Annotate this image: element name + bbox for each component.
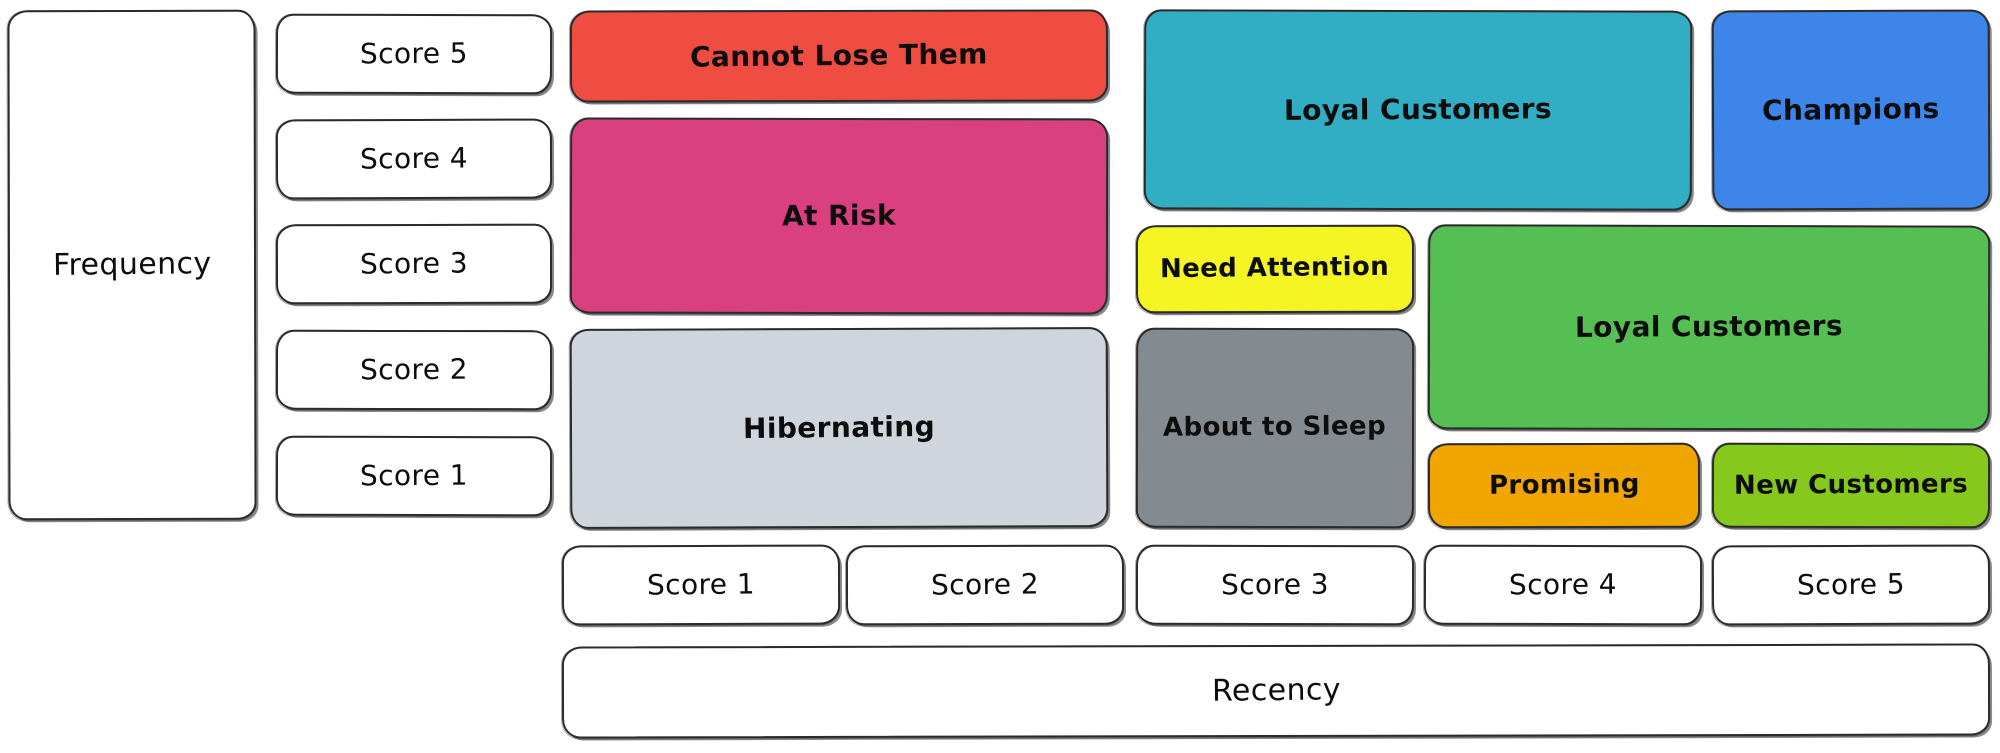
frequency-axis-label: Frequency [7,9,257,521]
recency-score-5[interactable]: Score 5 [1711,544,1991,626]
segment-label: At Risk [781,198,897,233]
segment-promising[interactable]: Promising [1427,442,1701,529]
segment-label: Loyal Customers [1574,309,1844,345]
segment-about-to-sleep[interactable]: About to Sleep [1135,327,1415,529]
frequency-score-3[interactable]: Score 3 [275,223,553,305]
recency-axis-label: Recency [561,643,1991,739]
frequency-axis-text: Frequency [52,245,212,283]
segment-label: Promising [1488,468,1640,501]
segment-label: Need Attention [1160,251,1390,285]
recency-score-2[interactable]: Score 2 [845,544,1125,626]
frequency-score-2[interactable]: Score 2 [275,329,553,411]
recency-score-3[interactable]: Score 3 [1135,544,1415,626]
segment-label: About to Sleep [1163,411,1387,443]
segment-champions[interactable]: Champions [1711,9,1991,211]
recency-axis-text: Recency [1211,672,1341,709]
segment-new-customers[interactable]: New Customers [1711,442,1991,529]
frequency-score-4[interactable]: Score 4 [275,118,553,200]
frequency-score-5[interactable]: Score 5 [275,13,553,95]
recency-score-4[interactable]: Score 4 [1423,544,1703,626]
segment-cannot-lose-them[interactable]: Cannot Lose Them [569,9,1109,103]
frequency-score-1[interactable]: Score 1 [275,435,553,517]
segment-label: Hibernating [742,409,936,446]
segment-hibernating[interactable]: Hibernating [569,327,1109,529]
segment-label: Champions [1761,91,1941,127]
segment-loyal-customers-teal[interactable]: Loyal Customers [1143,9,1693,211]
segment-label: Loyal Customers [1283,92,1553,127]
recency-score-1[interactable]: Score 1 [561,544,841,626]
segment-label: New Customers [1733,468,1969,501]
segment-need-attention[interactable]: Need Attention [1135,224,1415,314]
segment-label: Cannot Lose Them [689,37,989,74]
segment-at-risk[interactable]: At Risk [569,117,1109,315]
segment-loyal-customers-green[interactable]: Loyal Customers [1427,224,1991,431]
